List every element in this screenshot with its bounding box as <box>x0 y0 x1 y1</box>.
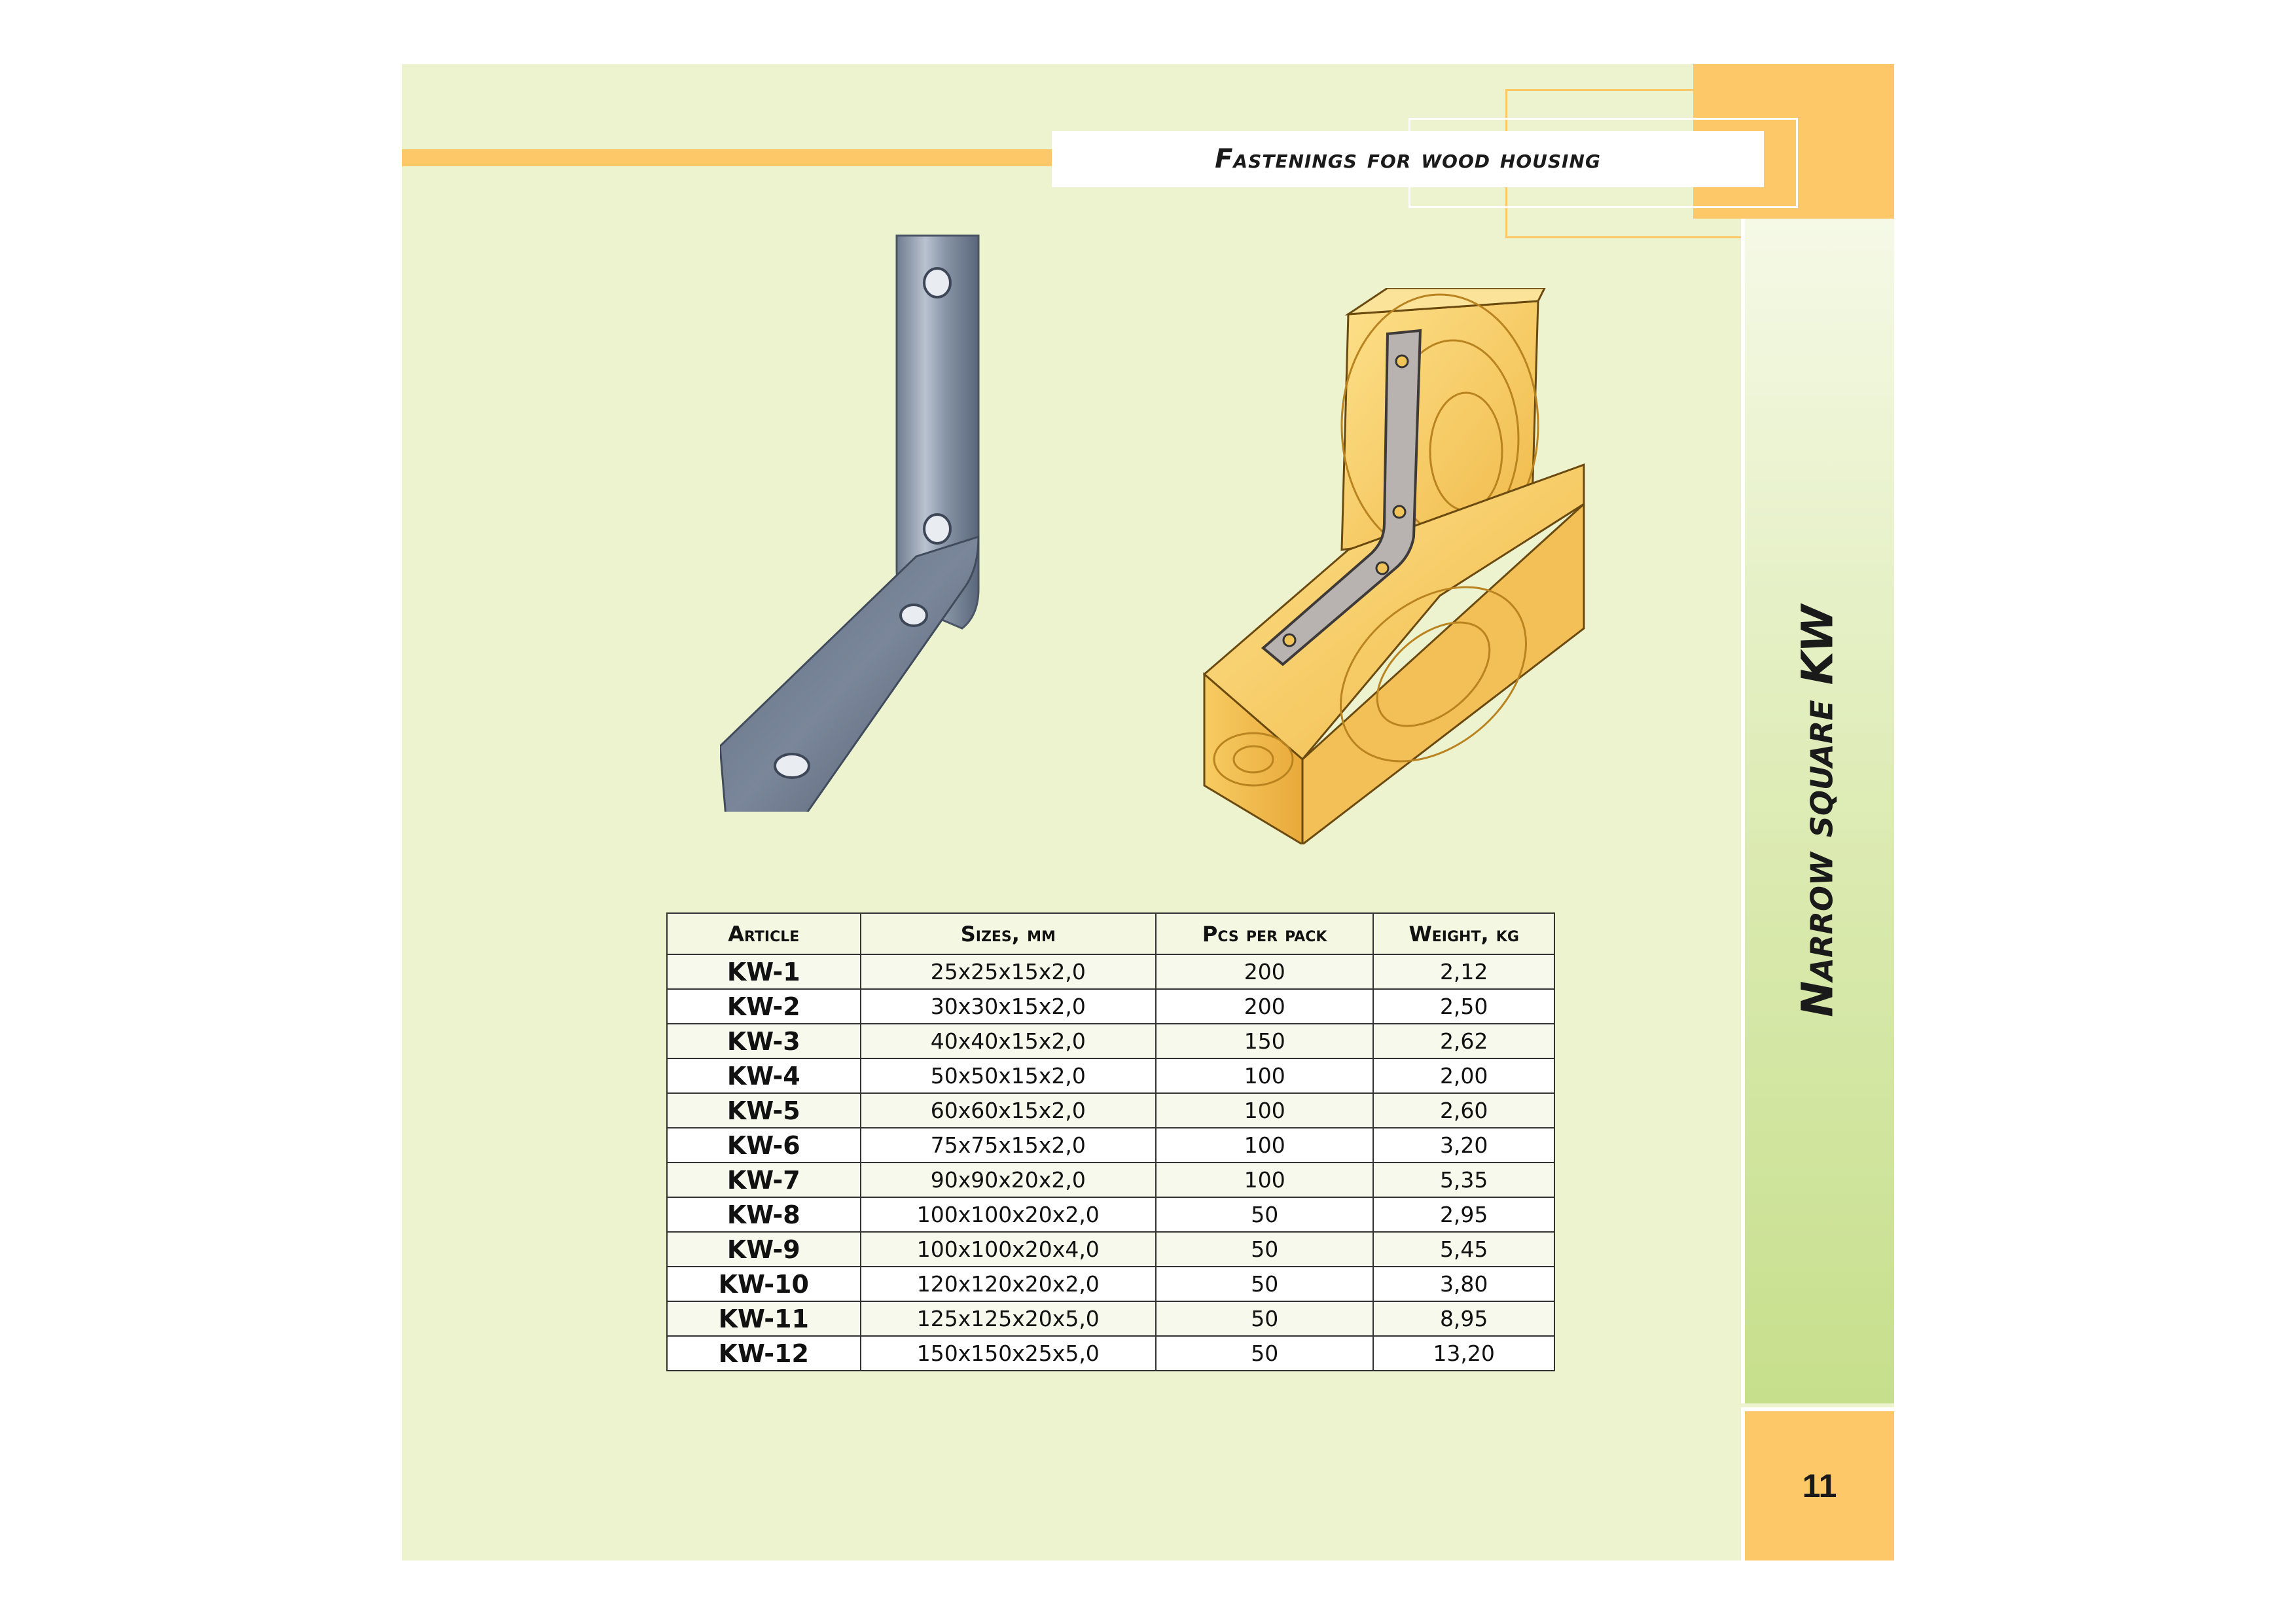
cell-sizes: 25x25x15x2,0 <box>859 954 1157 990</box>
cell-weight: 3,80 <box>1372 1266 1555 1302</box>
cell-weight: 3,20 <box>1372 1127 1555 1163</box>
table-header-row: Article Sizes, mm Pcs per pack Weight, k… <box>666 912 1555 955</box>
cell-pcs: 100 <box>1155 1127 1374 1163</box>
cell-pcs: 100 <box>1155 1092 1374 1128</box>
cell-article: KW-7 <box>666 1162 861 1198</box>
column-header-weight: Weight, kg <box>1372 912 1555 955</box>
cell-weight: 2,50 <box>1372 988 1555 1024</box>
cell-article: KW-3 <box>666 1023 861 1059</box>
header-accent-bar <box>402 149 1056 166</box>
side-strip <box>1741 219 1894 1403</box>
cell-pcs: 100 <box>1155 1162 1374 1198</box>
cell-sizes: 90x90x20x2,0 <box>859 1162 1157 1198</box>
page-number: 11 <box>1802 1468 1837 1504</box>
cell-article: KW-2 <box>666 988 861 1024</box>
bracket-photo <box>720 234 980 812</box>
cell-sizes: 30x30x15x2,0 <box>859 988 1157 1024</box>
cell-article: KW-1 <box>666 954 861 990</box>
cell-sizes: 75x75x15x2,0 <box>859 1127 1157 1163</box>
cell-weight: 5,35 <box>1372 1162 1555 1198</box>
cell-weight: 8,95 <box>1372 1301 1555 1337</box>
cell-sizes: 40x40x15x2,0 <box>859 1023 1157 1059</box>
cell-pcs: 100 <box>1155 1058 1374 1094</box>
cell-article: KW-5 <box>666 1092 861 1128</box>
cell-article: KW-9 <box>666 1231 861 1267</box>
cell-weight: 2,12 <box>1372 954 1555 990</box>
cell-sizes: 100x100x20x4,0 <box>859 1231 1157 1267</box>
column-header-pcs: Pcs per pack <box>1155 912 1374 955</box>
cell-pcs: 200 <box>1155 988 1374 1024</box>
cell-pcs: 200 <box>1155 954 1374 990</box>
specification-table: Article Sizes, mm Pcs per pack Weight, k… <box>666 912 1555 1371</box>
cell-sizes: 100x100x20x2,0 <box>859 1197 1157 1233</box>
cell-pcs: 50 <box>1155 1335 1374 1371</box>
cell-sizes: 60x60x15x2,0 <box>859 1092 1157 1128</box>
cell-sizes: 120x120x20x2,0 <box>859 1266 1157 1302</box>
page-title: Fastenings for wood housing <box>1215 144 1601 174</box>
cell-pcs: 50 <box>1155 1301 1374 1337</box>
cell-weight: 5,45 <box>1372 1231 1555 1267</box>
cell-article: KW-10 <box>666 1266 861 1302</box>
cell-pcs: 50 <box>1155 1197 1374 1233</box>
cell-article: KW-11 <box>666 1301 861 1337</box>
section-title: Narrow square KW <box>1792 605 1843 1017</box>
cell-weight: 2,62 <box>1372 1023 1555 1059</box>
page-number-box: 11 <box>1741 1407 1894 1561</box>
cell-sizes: 125x125x20x5,0 <box>859 1301 1157 1337</box>
cell-sizes: 150x150x25x5,0 <box>859 1335 1157 1371</box>
cell-weight: 13,20 <box>1372 1335 1555 1371</box>
cell-article: KW-6 <box>666 1127 861 1163</box>
cell-weight: 2,60 <box>1372 1092 1555 1128</box>
column-header-article: Article <box>666 912 861 955</box>
cell-pcs: 50 <box>1155 1231 1374 1267</box>
cell-weight: 2,95 <box>1372 1197 1555 1233</box>
cell-article: KW-12 <box>666 1335 861 1371</box>
cell-pcs: 150 <box>1155 1023 1374 1059</box>
cell-article: KW-8 <box>666 1197 861 1233</box>
column-header-sizes: Sizes, mm <box>859 912 1157 955</box>
cell-sizes: 50x50x15x2,0 <box>859 1058 1157 1094</box>
wood-beam-illustration <box>1202 288 1585 844</box>
cell-pcs: 50 <box>1155 1266 1374 1302</box>
cell-article: KW-4 <box>666 1058 861 1094</box>
cell-weight: 2,00 <box>1372 1058 1555 1094</box>
header-title-box: Fastenings for wood housing <box>1052 131 1764 187</box>
